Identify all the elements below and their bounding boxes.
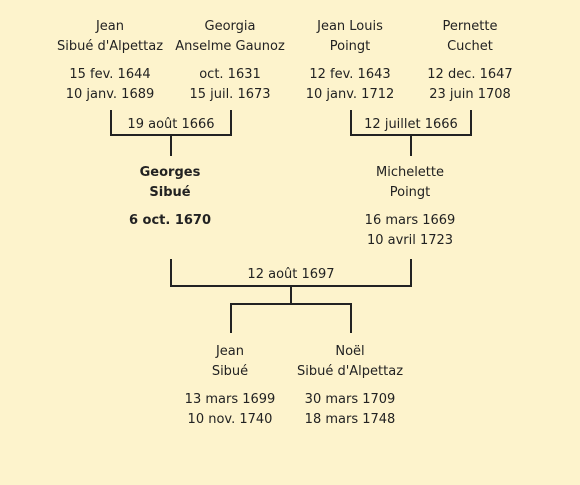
person-surname: Anselme Gaunoz <box>175 39 285 54</box>
marriage-date-maternal: 12 juillet 1666 <box>364 117 458 132</box>
person-name: Jean <box>95 19 125 34</box>
person-name: Jean <box>215 344 245 359</box>
connector-line <box>110 110 112 136</box>
person-surname: Sibué d'Alpettaz <box>56 39 164 54</box>
grandparent-georgia-anselme-gaunoz: Georgia Anselme Gaunoz oct. 1631 15 juil… <box>160 17 300 105</box>
person-surname: Sibué <box>211 364 249 379</box>
person-surname: Poingt <box>329 39 371 54</box>
person-name: Georgia <box>204 19 256 34</box>
person-name: Noël <box>335 344 365 359</box>
person-surname: Sibué <box>149 185 191 200</box>
connector-line <box>350 303 352 333</box>
birth-date: 12 fev. 1643 <box>309 67 391 82</box>
person-name: Michelette <box>375 165 444 180</box>
connector-line <box>410 259 412 287</box>
connector-line <box>170 134 172 156</box>
person-surname: Sibué d'Alpettaz <box>296 364 404 379</box>
child-jean-sibue: Jean Sibué 13 mars 1699 10 nov. 1740 <box>160 342 300 430</box>
grandparent-pernette-cuchet: Pernette Cuchet 12 dec. 1647 23 juin 170… <box>400 17 540 105</box>
child-noel-sibue-dalpettaz: Noël Sibué d'Alpettaz 30 mars 1709 18 ma… <box>280 342 420 430</box>
birth-date: oct. 1631 <box>199 67 261 82</box>
connector-line <box>470 110 472 136</box>
person-name: Jean Louis <box>317 19 383 34</box>
marriage-date-parents: 12 août 1697 <box>247 267 335 282</box>
connector-line <box>290 285 292 305</box>
person-surname: Poingt <box>389 185 431 200</box>
connector-line <box>230 303 232 333</box>
birth-date: 6 oct. 1670 <box>128 213 212 228</box>
connector-line <box>410 134 412 156</box>
birth-date: 30 mars 1709 <box>304 392 396 407</box>
birth-date: 16 mars 1669 <box>364 213 456 228</box>
death-date: 10 avril 1723 <box>366 233 454 248</box>
grandparent-jean-sibue: Jean Sibué d'Alpettaz 15 fev. 1644 10 ja… <box>40 17 180 105</box>
marriage-date-paternal: 19 août 1666 <box>127 117 215 132</box>
connector-line <box>350 110 352 136</box>
death-date: 18 mars 1748 <box>304 412 396 427</box>
birth-date: 15 fev. 1644 <box>69 67 151 82</box>
birth-date: 13 mars 1699 <box>184 392 276 407</box>
death-date: 23 juin 1708 <box>429 87 511 102</box>
connector-line <box>170 259 172 287</box>
death-date: 15 juil. 1673 <box>189 87 271 102</box>
birth-date: 12 dec. 1647 <box>427 67 513 82</box>
connector-line <box>230 303 352 305</box>
parent-michelette-poingt: Michelette Poingt 16 mars 1669 10 avril … <box>340 163 480 251</box>
person-surname: Cuchet <box>447 39 493 54</box>
death-date: 10 janv. 1689 <box>65 87 155 102</box>
person-name: Georges <box>139 165 201 180</box>
parent-georges-sibue: Georges Sibué 6 oct. 1670 <box>100 163 240 231</box>
grandparent-jean-louis-poingt: Jean Louis Poingt 12 fev. 1643 10 janv. … <box>280 17 420 105</box>
person-name: Pernette <box>442 19 498 34</box>
death-date: 10 nov. 1740 <box>187 412 273 427</box>
death-date: 10 janv. 1712 <box>305 87 395 102</box>
connector-line <box>230 110 232 136</box>
